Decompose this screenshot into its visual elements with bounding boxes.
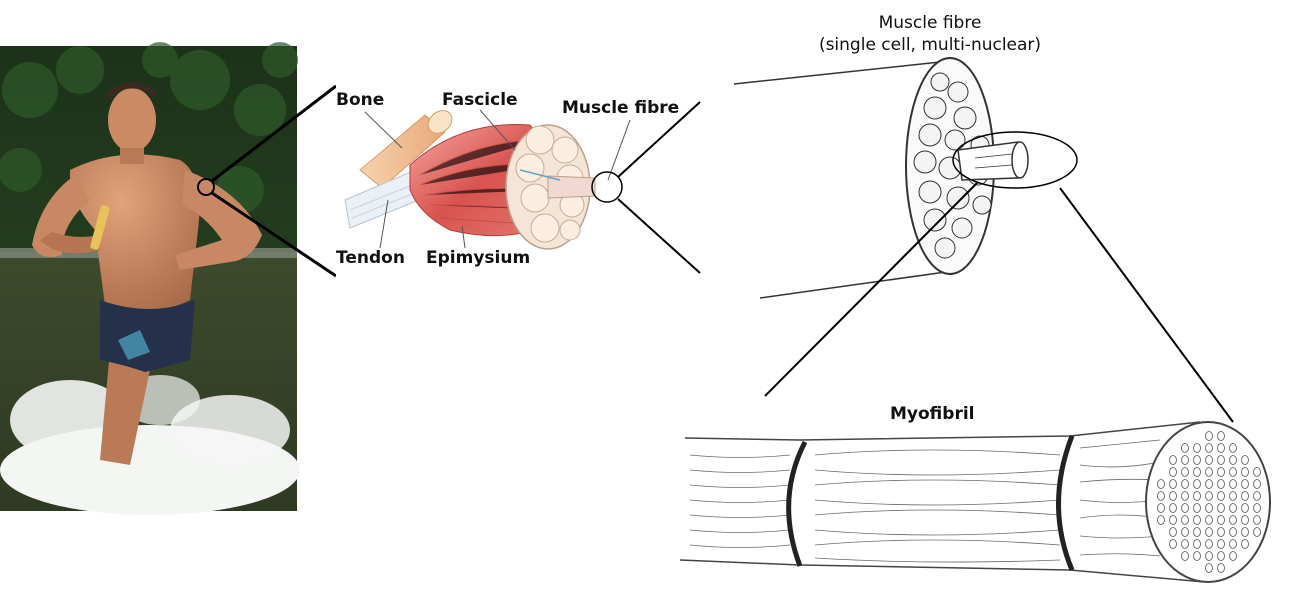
myofilament-dot [1181,551,1189,561]
myofilament-dot [1193,479,1201,489]
myofilament-dot [1241,467,1249,477]
myofilament-dot [1193,515,1201,525]
myofilament-dot [1241,503,1249,513]
myofilament-dot [1169,539,1177,549]
label-muscle-fibre-small: Muscle fibre [562,98,680,118]
myofilament-dot [1181,467,1189,477]
muscle-fibre-title: Muscle fibre [878,13,982,33]
myofilament-dot [1241,479,1249,489]
myofilament-dot [1205,491,1213,501]
muscle-fibre-sketch [733,57,1078,299]
myofilament-dot [1253,515,1261,525]
myofilament-dot [1253,503,1261,513]
myofilament-dot [1157,503,1165,513]
myofilament-dot [1241,527,1249,537]
myofilament-dot [1193,527,1201,537]
myofilament-dot [1217,527,1225,537]
myofilament-dot [1217,491,1225,501]
myofilament-dot [1193,551,1201,561]
myofilament-dot [1181,515,1189,525]
myofilament-dot [1181,503,1189,513]
myofilament-dot [1229,551,1237,561]
myofilament-dot [1205,515,1213,525]
myofilament-dot [1181,527,1189,537]
myofilament-dot [1229,455,1237,465]
myofilament-dot [1205,431,1213,441]
myofilament-dot [1217,431,1225,441]
myofilament-dot [1229,467,1237,477]
myofilament-dot [1217,467,1225,477]
myofilament-dot [1169,527,1177,537]
myofilament-dot [1193,455,1201,465]
myofilament-dot [1253,479,1261,489]
myofilament-dot [1205,479,1213,489]
myofilament-dot [1169,503,1177,513]
myofilament-dot [1229,539,1237,549]
myofilament-dot [1241,491,1249,501]
myofilament-dot [1205,527,1213,537]
muscle-fibre-subtitle: (single cell, multi-nuclear) [818,35,1042,55]
myofilament-dot [1193,467,1201,477]
myofilament-dot [1241,515,1249,525]
label-myofibril: Myofibril [890,404,975,424]
myofilament-dot [1205,455,1213,465]
myofilament-dot [1217,455,1225,465]
myofilament-dot [1217,551,1225,561]
myofilament-dot [1229,491,1237,501]
myofilament-dot [1217,503,1225,513]
myofilament-dot [1169,455,1177,465]
myofilament-dot [1169,515,1177,525]
myofilament-dot [1205,467,1213,477]
myofilament-dot [1253,527,1261,537]
myofilament-dot [1241,455,1249,465]
label-fascicle: Fascicle [442,90,518,110]
label-tendon: Tendon [336,248,405,268]
myofilament-dot [1217,563,1225,573]
myofilament-dot [1217,443,1225,453]
myofilament-dot [1181,455,1189,465]
runner-photo [0,42,300,515]
myofilament-dot [1253,491,1261,501]
myofilament-dot [1193,503,1201,513]
myofilament-dot [1205,443,1213,453]
zoom-lines-1 [197,84,337,278]
myofilament-dot [1181,539,1189,549]
label-epimysium: Epimysium [426,248,531,268]
myofilament-dot [1229,527,1237,537]
myofilament-dot [1205,539,1213,549]
myofilament-dot [1169,491,1177,501]
myofilament-dot [1205,503,1213,513]
myofilament-dot [1217,515,1225,525]
myofilament-dot [1157,491,1165,501]
myofibril-sketch [679,421,1271,583]
myofilament-dot [1157,515,1165,525]
myofilament-dot [1193,491,1201,501]
myofilament-dot [1241,539,1249,549]
myofilament-dot [1205,551,1213,561]
muscle-anatomy-illustration [336,80,696,280]
myofilament-dot [1181,443,1189,453]
myofilament-dot [1169,467,1177,477]
myofilament-dot [1217,479,1225,489]
myofilament-dot [1181,479,1189,489]
myofilament-dot [1253,467,1261,477]
myofilament-dot [1217,539,1225,549]
zoom-lines-3 [764,181,1234,423]
myofilament-dot [1181,491,1189,501]
myofilament-dot [1193,443,1201,453]
myofilament-dot [1205,563,1213,573]
myofilament-dot [1193,539,1201,549]
myofilament-dot [1229,515,1237,525]
zoom-lines-2 [617,101,701,274]
myofilament-dot [1229,479,1237,489]
myofilament-dot [1157,479,1165,489]
label-muscle-fibre-title: Muscle fibre (single cell, multi-nuclear… [790,12,1070,56]
myofilament-dot [1169,479,1177,489]
myofilament-dot [1229,503,1237,513]
label-bone: Bone [336,90,385,110]
myofilament-dot [1229,443,1237,453]
